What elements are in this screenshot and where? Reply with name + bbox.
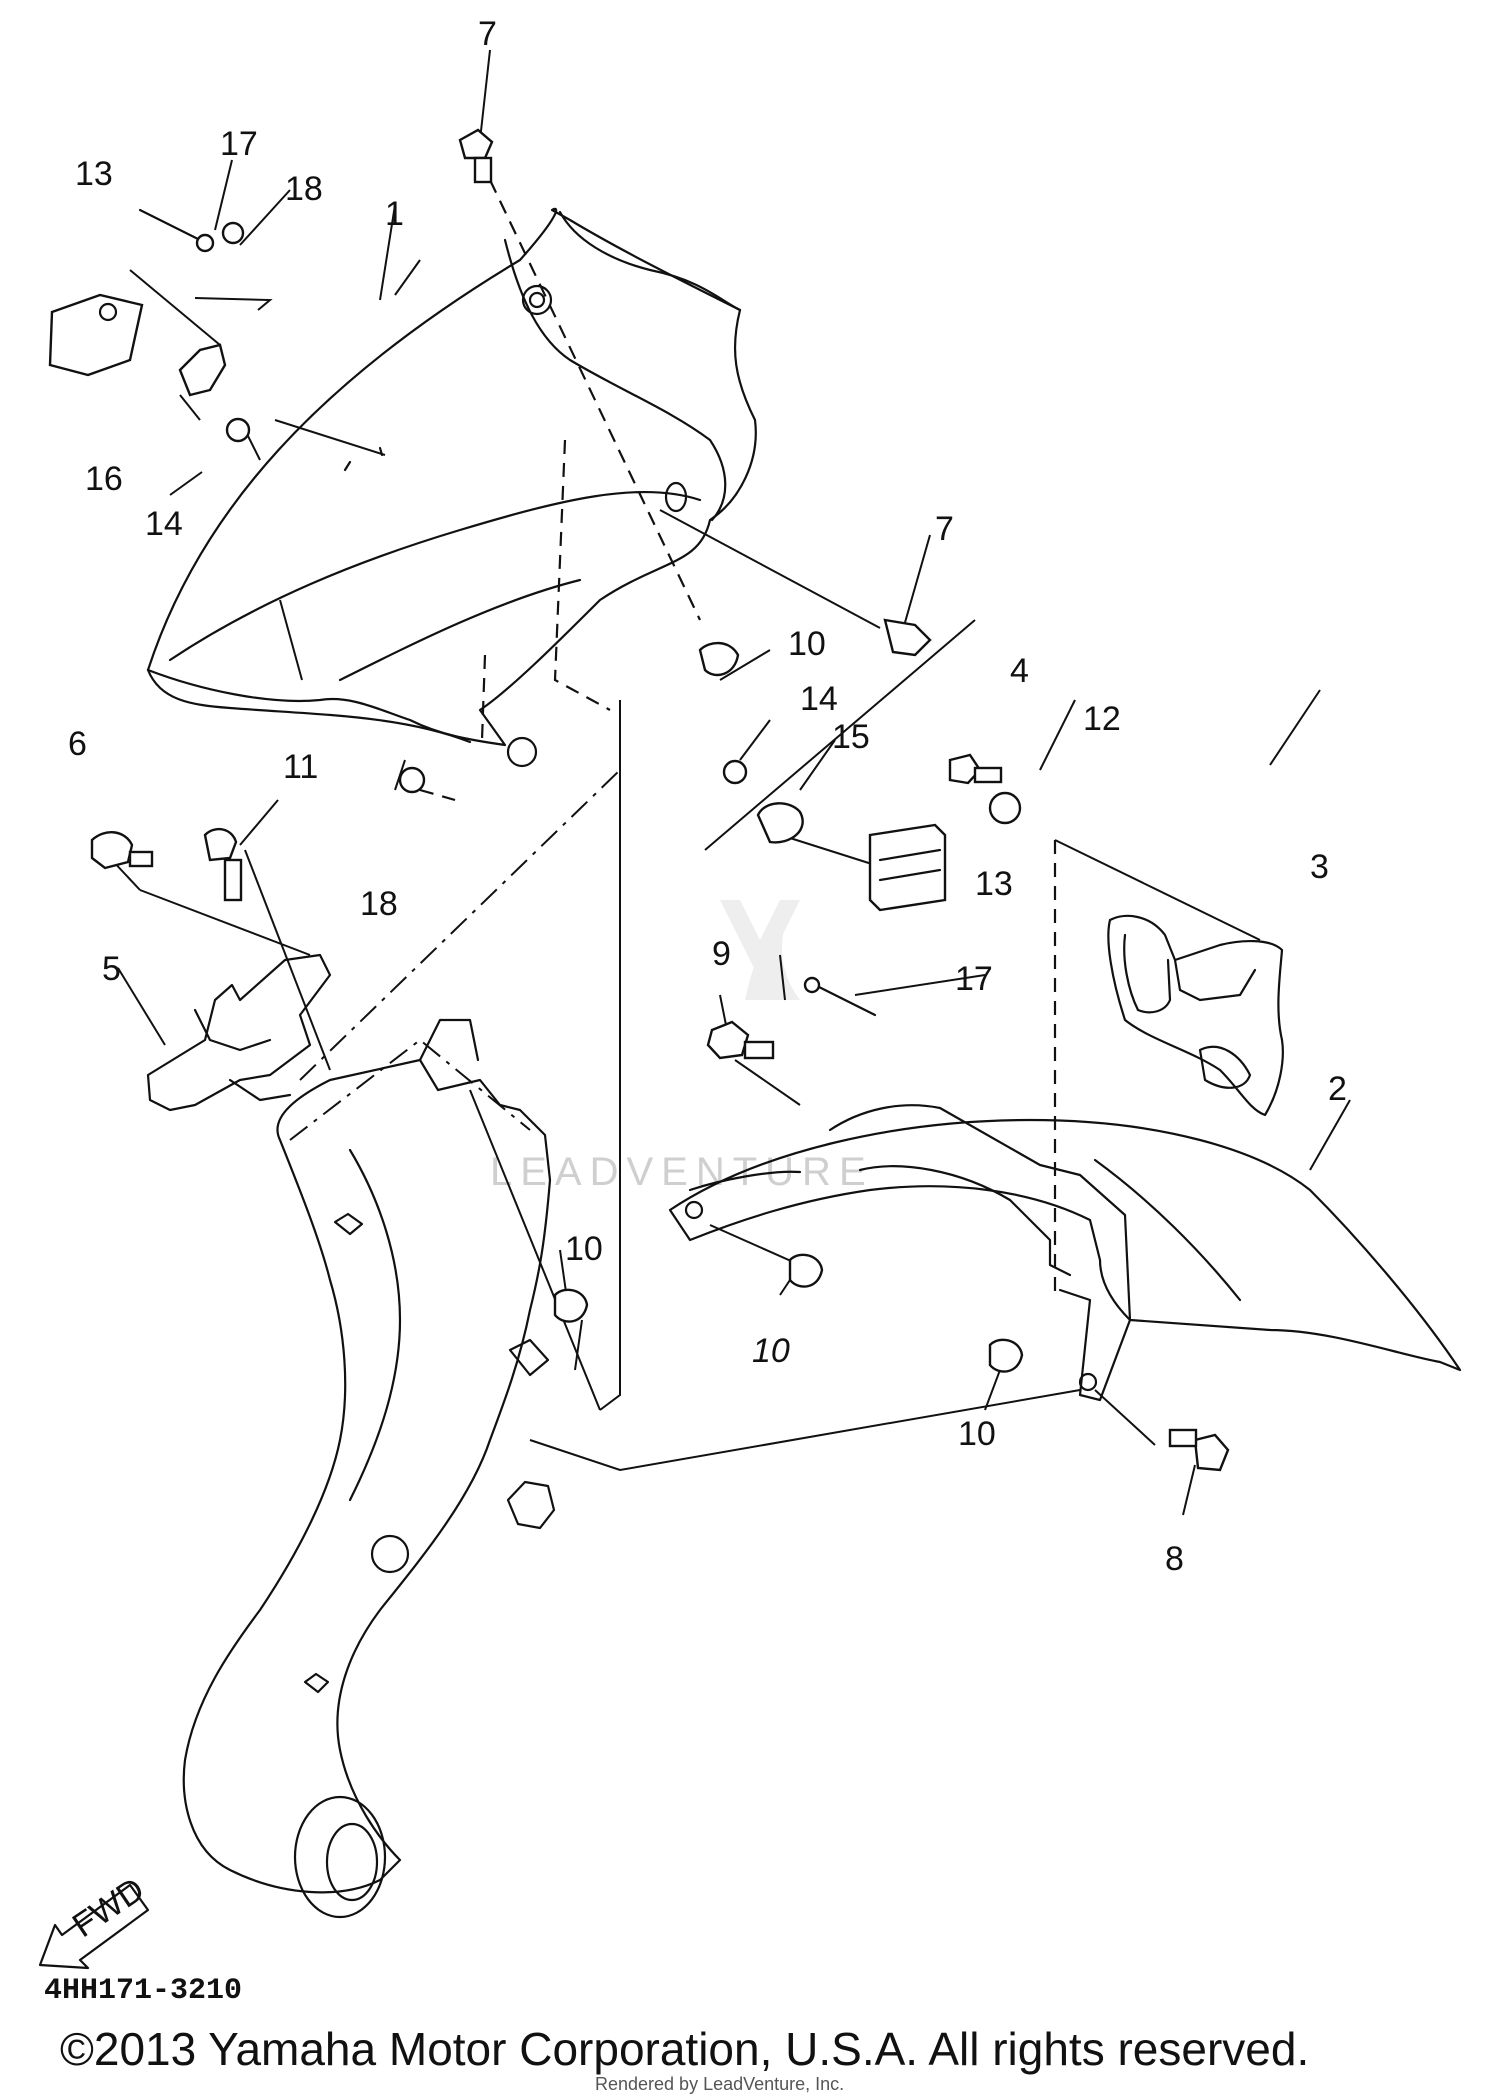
front-fender-lower: [668, 1104, 1462, 1402]
callout-10: 10: [565, 1230, 603, 1268]
rendered-by-notice: Rendered by LeadVenture, Inc.: [595, 2074, 845, 2094]
fwd-arrow-icon: FWD: [38, 1870, 151, 1970]
assembly-guide-lines: [289, 179, 1261, 1472]
callout-7: 7: [935, 510, 954, 548]
callout-14: 14: [145, 505, 183, 543]
diagram-code: 4HH171-3210: [44, 1974, 243, 2008]
callout-10: 10: [752, 1332, 790, 1370]
callout-10: 10: [958, 1415, 996, 1453]
callout-3: 3: [1310, 848, 1329, 886]
callout-1: 1: [385, 195, 404, 233]
callout-10: 10: [788, 625, 826, 663]
callout-5: 5: [102, 950, 121, 988]
callout-18: 18: [285, 170, 323, 208]
callout-15: 15: [832, 718, 870, 756]
watermark-text: LEADVENTURE: [490, 1150, 874, 1194]
fasteners: [48, 128, 1230, 1472]
callout-6: 6: [68, 725, 87, 763]
callout-numbers: 7 17 18 13 1 16 14 7 10 4 12 14 15 6 11 …: [68, 15, 1347, 1578]
callout-17: 17: [220, 125, 258, 163]
fork-tube: [182, 1018, 556, 1919]
callout-11: 11: [283, 748, 318, 786]
front-fender-upper: [146, 207, 757, 768]
callout-14: 14: [800, 680, 838, 718]
callout-2: 2: [1328, 1070, 1347, 1108]
callout-13: 13: [975, 865, 1013, 903]
callout-4: 4: [1010, 652, 1029, 690]
callout-17: 17: [955, 960, 993, 998]
bracket-guide: [1107, 914, 1284, 1117]
callout-16: 16: [85, 460, 123, 498]
callout-18: 18: [360, 885, 398, 923]
callout-8: 8: [1165, 1540, 1184, 1578]
callout-9: 9: [712, 935, 731, 973]
copyright-notice: ©2013 Yamaha Motor Corporation, U.S.A. A…: [60, 2023, 1310, 2075]
mounting-bracket-assy: [146, 953, 332, 1112]
callout-13: 13: [75, 155, 113, 193]
callout-12: 12: [1083, 700, 1121, 738]
watermark-logo: [720, 900, 800, 1000]
callout-7: 7: [478, 15, 497, 53]
